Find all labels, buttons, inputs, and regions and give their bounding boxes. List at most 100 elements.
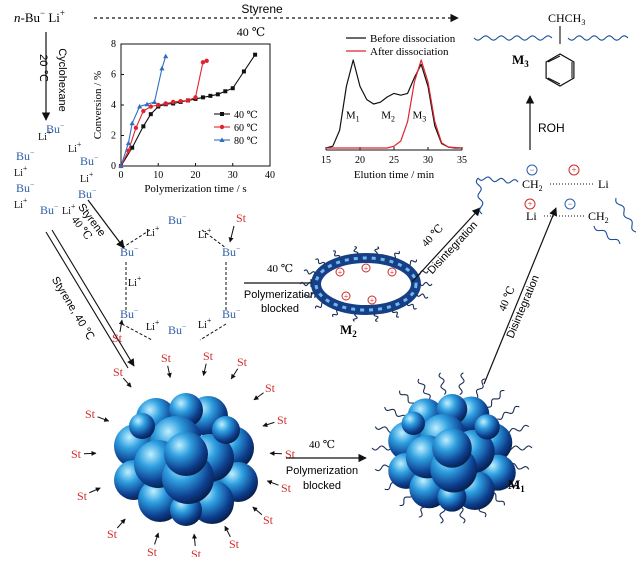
styrene-label: St <box>203 349 214 363</box>
data-point <box>141 124 145 128</box>
legend-marker <box>220 125 224 129</box>
m2-label: M2 <box>340 322 357 339</box>
butyl-anion: Bu− <box>40 202 59 217</box>
lithium-atom: Li <box>598 177 609 191</box>
x-tick-label: 10 <box>153 170 163 181</box>
lithium-cation: Li+ <box>14 164 28 179</box>
styrene-label: St <box>112 331 123 345</box>
arrow-m1-line2: blocked <box>303 480 341 492</box>
butyl-anion: Bu− <box>78 186 97 201</box>
micelle-sphere <box>402 412 425 435</box>
polymer-chain <box>304 270 315 274</box>
arrow-m2-temp: 40 ℃ <box>267 263 293 275</box>
plus-sign: + <box>338 268 343 277</box>
data-point <box>201 95 205 99</box>
plus-sign: + <box>370 296 375 305</box>
data-point <box>193 95 197 99</box>
y-tick-label: 6 <box>111 70 116 81</box>
roh-label: ROH <box>538 121 565 135</box>
polymer-chain <box>594 226 620 244</box>
initiator-bu: -Bu <box>21 10 41 25</box>
styrene-label: St <box>281 481 292 495</box>
styrene-label: St <box>236 211 247 225</box>
micelle-sphere <box>164 432 208 476</box>
x-tick-label: 30 <box>228 170 238 181</box>
peak-annotation: M1 <box>346 110 360 124</box>
data-point <box>178 99 182 103</box>
styrene-label: St <box>85 407 96 421</box>
m3-polystyrene: CHCH3 <box>474 11 628 86</box>
polymer-chain <box>497 406 519 419</box>
y-tick-label: 4 <box>111 100 116 111</box>
polymer-chain <box>375 247 379 255</box>
butyl-anion: Bu− <box>168 322 187 337</box>
x-axis-label: Elution time / min <box>354 169 435 181</box>
styrene-label: St <box>77 489 88 503</box>
lithium-cation: Li+ <box>146 224 160 239</box>
benzene-ring <box>546 54 574 86</box>
styrene-label: St <box>71 447 82 461</box>
styrene-label: St <box>229 537 240 551</box>
minus-sign: − <box>529 165 534 175</box>
polymer-chain <box>568 36 628 40</box>
data-point <box>171 100 175 104</box>
styrene-label: St <box>113 365 124 379</box>
lithium-cation: Li+ <box>14 196 28 211</box>
polymer-chain <box>478 177 518 183</box>
micelle-sphere <box>475 414 500 439</box>
plus-sign: + <box>364 264 369 273</box>
styrene-label: St <box>191 547 202 557</box>
styrene-approach-arrow <box>230 226 234 242</box>
polymer-chain <box>315 259 324 265</box>
polymer-chain <box>393 310 399 317</box>
lithium-cation: Li+ <box>68 140 82 155</box>
data-point <box>141 109 145 113</box>
polymer-chain <box>474 379 485 399</box>
polymer-chain <box>333 251 339 258</box>
micelle-sphere <box>212 416 240 444</box>
m3-label: M3 <box>512 52 529 69</box>
data-point <box>164 101 168 105</box>
left-arrow-solvent: Cyclohexane <box>56 48 68 112</box>
x-tick-label: 20 <box>355 155 365 166</box>
arrow-m1-disintegration <box>484 208 556 384</box>
disint1-temp: 40 ℃ <box>420 222 447 249</box>
butyl-anion: Bu− <box>80 153 99 168</box>
x-tick-label: 20 <box>191 170 201 181</box>
y-tick-label: 8 <box>111 39 116 50</box>
styrene-approach-arrow <box>97 417 108 421</box>
styrene-approach-arrow <box>267 481 278 485</box>
styrene-approach-arrow <box>253 507 262 515</box>
styrene-approach-arrow <box>117 519 125 528</box>
left-arrow-temp: 20 ℃ <box>37 54 49 82</box>
polymer-chain <box>487 391 504 408</box>
m1-label: M1 <box>508 477 525 494</box>
x-tick-label: 0 <box>119 170 124 181</box>
series-line <box>121 61 207 166</box>
lithium-cation: Li+ <box>198 316 212 331</box>
x-tick-label: 40 <box>265 170 275 181</box>
data-point <box>242 69 246 73</box>
x-tick-label: 35 <box>457 155 467 166</box>
data-point <box>149 112 153 116</box>
initiator-formula: n-Bu− Li+ <box>14 8 65 25</box>
styrene-label: St <box>107 527 118 541</box>
x-axis-label: Polymerization time / s <box>144 183 246 195</box>
top-arrow-temp: 40 ℃ <box>237 25 265 39</box>
y-tick-label: 0 <box>111 161 116 172</box>
legend-marker <box>220 112 224 116</box>
data-point <box>134 126 138 130</box>
arrow-m1-line1: Polymerization <box>286 465 358 477</box>
styrene-approach-arrow <box>168 366 171 378</box>
styrene-label: St <box>263 513 274 527</box>
styrene-label: St <box>277 413 288 427</box>
styrene-approach-arrow <box>254 393 264 400</box>
styrene-approach-arrow <box>203 364 206 376</box>
styrene-label: St <box>147 545 158 557</box>
ch2-group: CH2 <box>522 177 543 193</box>
legend-label: 40 ℃ <box>234 110 258 121</box>
